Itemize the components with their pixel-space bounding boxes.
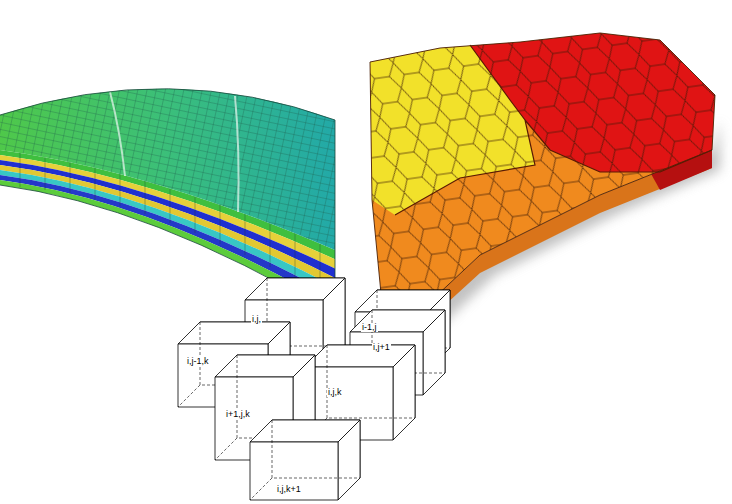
cell-index-label: i,j-1,k: [186, 357, 210, 366]
grid-cell-cube: i,j,k+1: [250, 420, 360, 500]
cell-index-label: i+1,j,k: [225, 410, 251, 419]
cell-index-label: i,j,k: [327, 388, 343, 397]
cell-index-label: i,j,: [251, 315, 262, 324]
cell-index-label: i,j+1: [372, 343, 391, 352]
cube-outline: [250, 420, 362, 502]
cell-index-label: i-1,j: [361, 323, 378, 332]
cell-index-label: i,j,k+1: [276, 485, 302, 494]
